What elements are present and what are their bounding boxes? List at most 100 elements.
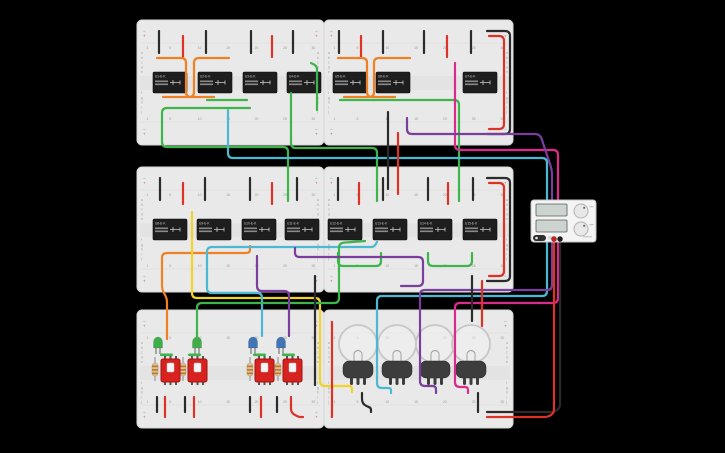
breadboard-top-right-row-letter: a (506, 51, 508, 55)
wire-red-61[interactable] (289, 395, 305, 419)
breadboard-bottom-left-row-letter: d (317, 355, 319, 359)
lightbulb-2[interactable] (377, 324, 417, 385)
psu-knob-2[interactable] (573, 221, 589, 237)
wire-orange-15[interactable] (161, 56, 231, 99)
breadboard-top-left-row-letter: d (317, 65, 319, 69)
lightbulb-1[interactable] (338, 324, 378, 385)
breadboard-top-left-minus-sign: − (315, 127, 318, 132)
ic-microtext-line (200, 80, 213, 83)
wire-magenta-24[interactable] (453, 61, 560, 395)
switch-pin (202, 356, 204, 360)
breadboard-bottom-left-minus-sign: − (143, 319, 146, 324)
wire-green-20[interactable] (160, 106, 290, 203)
breadboard-bottom-right-row-letter: b (506, 346, 508, 350)
ic-microtext-line (287, 230, 300, 233)
ic-U1-E-K[interactable]: U1-E-K (152, 71, 188, 94)
breadboard-bottom-left-row-letter: f (317, 381, 318, 385)
ic-U5-E-K[interactable]: U5-E-K (332, 71, 368, 94)
ic-U15-E-K[interactable]: U15-E-K (462, 218, 498, 241)
breadboard-mid-left-row-letter: a (141, 198, 143, 202)
breadboard-bottom-right-row-letter: g (328, 386, 330, 390)
switch-slider[interactable] (193, 362, 202, 373)
led-body (276, 336, 286, 349)
resistor-4[interactable] (274, 357, 282, 381)
ic-label: U6-E-K (378, 75, 389, 79)
bulb-pin (463, 377, 466, 385)
led-blue-2[interactable] (276, 336, 286, 354)
switch-slider[interactable] (288, 362, 297, 373)
ic-U9-E-K[interactable]: U9-E-K (196, 218, 232, 241)
green-jumper-bar-2[interactable] (253, 353, 266, 357)
breadboard-mid-left-row-letter: i (141, 252, 142, 256)
ic-gate-symbol-icon (302, 227, 313, 232)
ic-U11-E-K[interactable]: U11-E-K (284, 218, 320, 241)
slide-switch-4[interactable] (282, 356, 303, 385)
ic-U7-E-K[interactable]: U7-E-K (462, 71, 498, 94)
breadboard-mid-left-row-letter: g (317, 243, 319, 247)
wire-purple-25[interactable] (405, 116, 554, 395)
wire-green-43[interactable] (426, 251, 474, 268)
ic-U3-E-K[interactable]: U3-E-K (242, 71, 278, 94)
slide-switch-2[interactable] (187, 356, 208, 385)
led-green-1[interactable] (153, 336, 163, 354)
resistor-3[interactable] (246, 357, 254, 381)
lightbulb-3[interactable] (415, 324, 455, 385)
green-jumper-bar-1[interactable] (188, 353, 201, 357)
wire-red-65[interactable] (485, 239, 556, 419)
wire-yellow-45[interactable] (190, 210, 354, 394)
ic-U4-E-K[interactable]: U4-E-K (286, 71, 322, 94)
led-blue-1[interactable] (248, 336, 258, 354)
ic-U8-E-K[interactable]: U8-E-K (152, 218, 188, 241)
breadboard-mid-right-row-letter: g (328, 243, 330, 247)
wire-orange-44[interactable] (160, 244, 252, 341)
ic-U12-E-K[interactable]: U12-E-K (327, 218, 363, 241)
resistor-1[interactable] (151, 357, 159, 381)
psu-terminal-black[interactable] (557, 236, 563, 242)
resistor-2[interactable] (179, 357, 187, 381)
psu-knob-indicator (583, 224, 586, 227)
wire-green-19[interactable] (309, 61, 319, 112)
slide-switch-1[interactable] (160, 356, 181, 385)
breadboard-top-left-col-number: 1 (147, 117, 149, 121)
psu-knob-1[interactable] (573, 203, 589, 219)
psu-power-button[interactable] (533, 235, 546, 241)
ic-U14-E-K[interactable]: U14-E-K (417, 218, 453, 241)
slide-switch-3[interactable] (254, 356, 275, 385)
ic-gate-symbol-icon (215, 80, 226, 85)
ic-U10-E-K[interactable]: U10-E-K (241, 218, 277, 241)
ic-U2-E-K[interactable]: U2-E-K (197, 71, 233, 94)
wire-black-62[interactable] (360, 391, 373, 414)
switch-slider[interactable] (166, 362, 175, 373)
wire-black-40[interactable] (485, 176, 512, 283)
resistor-band (247, 365, 253, 368)
wire-green-47[interactable] (195, 239, 367, 341)
breadboard-bottom-right-row-letter: i (506, 395, 507, 399)
wire-cyan-46[interactable] (205, 240, 379, 338)
wire-green-21[interactable] (289, 91, 379, 203)
breadboard-top-right-row-letter: b (506, 56, 508, 60)
breadboard-top-right-minus-sign: − (504, 127, 507, 132)
psu-terminal-red[interactable] (551, 236, 557, 242)
wire-black-64[interactable] (485, 239, 562, 414)
power-supply[interactable] (530, 199, 597, 243)
green-jumper-bar-3[interactable] (282, 353, 295, 357)
breadboard-mid-right-plus-sign: + (504, 181, 507, 186)
wire-orange-17[interactable] (342, 56, 412, 99)
wire-purple-48[interactable] (293, 246, 425, 288)
ic-microtext-line (289, 83, 302, 86)
switch-slider[interactable] (260, 362, 269, 373)
breadboard-top-left-minus-sign: − (315, 29, 318, 34)
ic-U6-E-K[interactable]: U6-E-K (375, 71, 411, 94)
breadboard-bottom-right-row-letter: b (328, 346, 330, 350)
wire-purple-49[interactable] (255, 254, 291, 338)
wire-red-41[interactable] (487, 181, 506, 278)
ic-microtext-line (200, 83, 213, 86)
breadboard-mid-left-row-letter: c (141, 208, 143, 212)
lightbulb-4[interactable] (451, 324, 491, 385)
wire-red-13[interactable] (487, 34, 506, 131)
green-jumper-bar-0[interactable] (160, 353, 173, 357)
ic-layer: U1-E-K U2-E-K U3-E-K U4-E-K U5-E-K U6-E-K U7-E… (152, 71, 498, 241)
wire-cyan-23[interactable] (226, 108, 549, 395)
breadboard-bottom-left-row-letter: h (141, 391, 143, 395)
ic-U13-E-K[interactable]: U13-E-K (372, 218, 408, 241)
